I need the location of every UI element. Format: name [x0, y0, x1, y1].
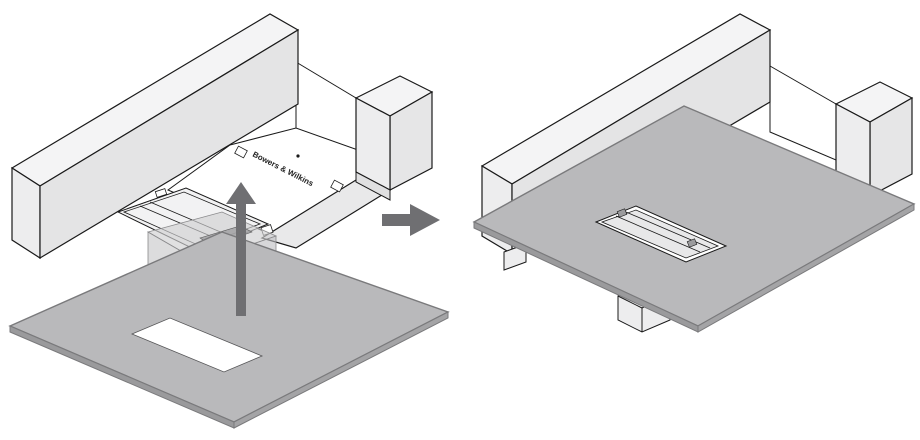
- panel-cutout-left: [130, 317, 264, 373]
- back-wall-right: [769, 65, 837, 161]
- panel-after: [472, 13, 916, 333]
- right-beam-left: [260, 75, 434, 249]
- ceiling-panel-left: [8, 231, 450, 429]
- installed-speaker: [594, 205, 728, 263]
- panel-before: Bowers & Wilkins: [8, 13, 450, 429]
- ceiling-panel-right: [472, 105, 916, 333]
- right-beam-right: [834, 81, 914, 197]
- front-beam-left: [10, 13, 300, 260]
- right-arrow-icon: [382, 204, 440, 236]
- up-arrow-icon: [226, 182, 256, 316]
